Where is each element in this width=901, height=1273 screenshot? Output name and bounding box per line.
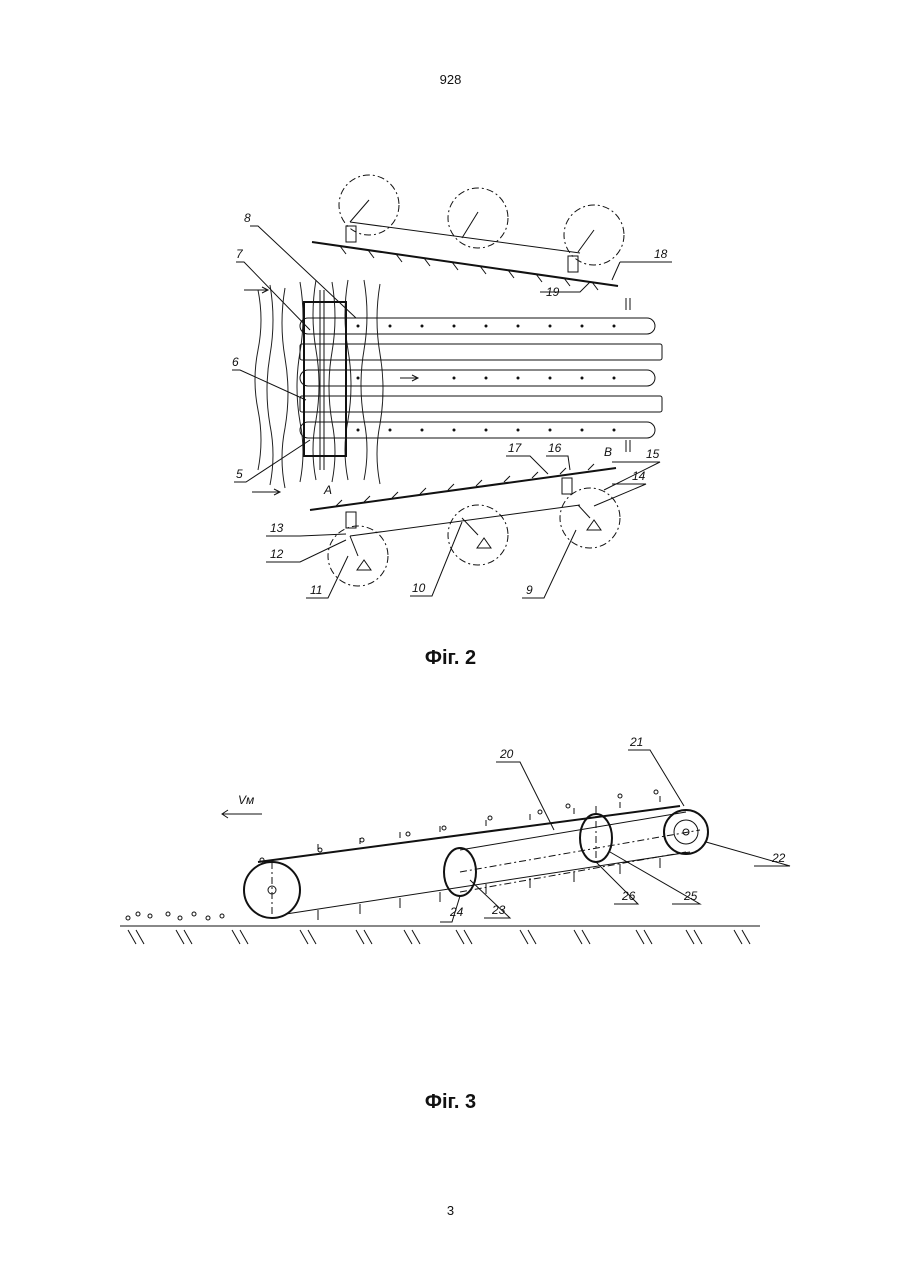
- figure-3-caption: Фіг. 3: [0, 1091, 901, 1114]
- page-footer-number: 3: [0, 1203, 901, 1218]
